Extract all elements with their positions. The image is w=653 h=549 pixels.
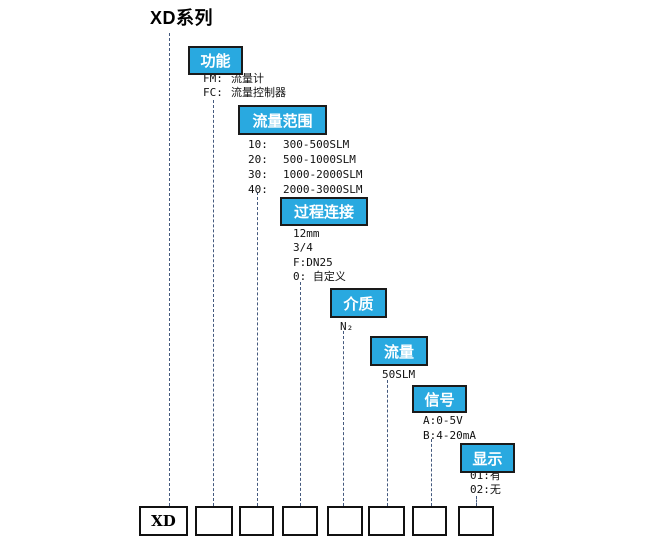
code-box-function xyxy=(195,506,233,536)
connector-line-8 xyxy=(476,496,477,506)
option-row: A:0-5V xyxy=(423,414,463,427)
connector-line-7 xyxy=(431,439,432,506)
option-value: 2000-3000SLM xyxy=(283,183,363,196)
option-value: 500-1000SLM xyxy=(283,153,356,166)
option-row: 12mm xyxy=(293,227,320,240)
option-row: 10: 300-500SLM xyxy=(248,138,349,151)
option-row: 3/4 xyxy=(293,241,313,254)
option-row: N₂ xyxy=(340,320,354,333)
option-code: 30: xyxy=(248,168,268,181)
connector-line-5 xyxy=(343,331,344,506)
option-row: B:4-20mA xyxy=(423,429,476,442)
connector-line-2 xyxy=(213,100,214,506)
code-box-prefix: XD xyxy=(139,506,188,536)
code-box-signal xyxy=(412,506,447,536)
option-code: 20: xyxy=(248,153,268,166)
option-value: 流量计 xyxy=(231,72,264,85)
branch-label-process-connection: 过程连接 xyxy=(280,197,368,226)
option-row: FC: 流量控制器 xyxy=(203,86,286,99)
branch-label-flow: 流量 xyxy=(370,336,428,366)
option-row: 50SLM xyxy=(382,368,416,381)
option-row: 0: 自定义 xyxy=(293,270,346,283)
branch-label-display: 显示 xyxy=(460,443,515,473)
connector-line-3 xyxy=(257,192,258,506)
option-row: 02:无 xyxy=(470,483,501,496)
code-box-display xyxy=(458,506,494,536)
option-code: FM: xyxy=(203,72,223,85)
option-code: 40: xyxy=(248,183,268,196)
page-title: XD系列 xyxy=(150,8,214,28)
code-box-flow-range xyxy=(239,506,274,536)
branch-label-medium: 介质 xyxy=(330,288,387,318)
option-row: FM: 流量计 xyxy=(203,72,264,85)
option-code: 10: xyxy=(248,138,268,151)
branch-label-signal: 信号 xyxy=(412,385,467,413)
code-box-flow xyxy=(368,506,405,536)
code-box-medium xyxy=(327,506,363,536)
connector-line-6 xyxy=(387,380,388,506)
option-code: FC: xyxy=(203,86,223,99)
option-value: 300-500SLM xyxy=(283,138,350,151)
connector-line-1 xyxy=(169,33,170,506)
option-value: 流量控制器 xyxy=(231,86,286,99)
option-row: 20: 500-1000SLM xyxy=(248,153,356,166)
branch-label-function: 功能 xyxy=(188,46,243,75)
option-value: 1000-2000SLM xyxy=(283,168,363,181)
branch-label-flow-range: 流量范围 xyxy=(238,105,327,135)
code-box-process-connection xyxy=(282,506,318,536)
option-row: 30: 1000-2000SLM xyxy=(248,168,362,181)
option-row: 40: 2000-3000SLM xyxy=(248,183,362,196)
connector-line-4 xyxy=(300,282,301,506)
option-row: F:DN25 xyxy=(293,256,333,269)
